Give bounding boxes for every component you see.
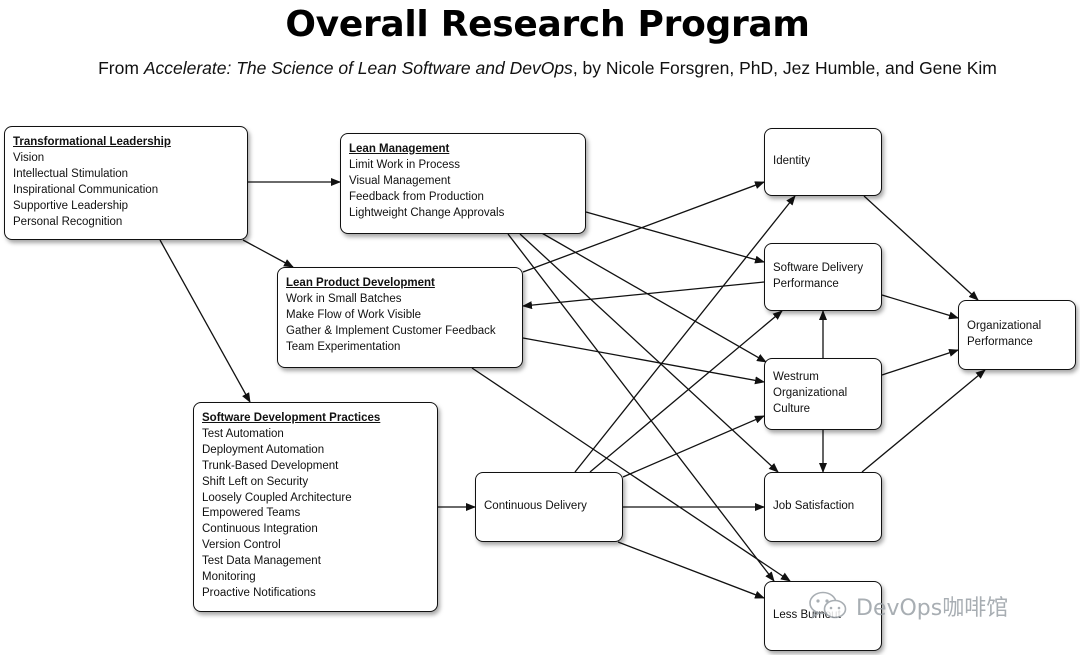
node-item: Monitoring — [202, 571, 256, 584]
node-item: Lightweight Change Approvals — [349, 206, 505, 219]
node-item: Make Flow of Work Visible — [286, 308, 422, 321]
edge-identity-to-organizational-performance — [863, 195, 979, 301]
node-item: Limit Work in Process — [349, 158, 460, 171]
edge-continuous-delivery-to-identity — [574, 195, 796, 473]
watermark: DevOps咖啡馆 — [808, 586, 1048, 626]
node-job-satisfaction: Job Satisfaction — [764, 472, 882, 542]
node-item: Empowered Teams — [202, 507, 301, 520]
node-item: Trunk-Based Development — [202, 459, 339, 472]
edge-software-delivery-performance-to-lean-product-development — [522, 281, 765, 310]
node-label: Less Burnout — [773, 609, 841, 622]
node-item: Test Automation — [202, 427, 284, 440]
node-heading: Software Development Practices — [202, 412, 381, 424]
edge-lean-management-to-westrum-culture — [539, 231, 767, 363]
subtitle-prefix: From — [98, 58, 144, 78]
node-heading: Lean Management — [349, 143, 450, 155]
edge-lean-product-development-to-identity — [522, 181, 765, 273]
edge-continuous-delivery-to-westrum-culture — [622, 415, 765, 478]
node-item: Supportive Leadership — [13, 199, 129, 212]
node-less-burnout: Less Burnout — [764, 581, 882, 651]
node-identity: Identity — [764, 128, 882, 196]
node-software-delivery-performance: Software Delivery Performance — [764, 243, 882, 311]
node-item: Visual Management — [349, 174, 451, 187]
node-item: Test Data Management — [202, 555, 321, 568]
node-heading: Lean Product Development — [286, 277, 435, 289]
node-heading: Transformational Leadership — [13, 136, 171, 148]
node-label: Continuous Delivery — [484, 500, 587, 513]
node-item: Shift Left on Security — [202, 475, 309, 488]
node-continuous-delivery: Continuous Delivery — [475, 472, 623, 542]
node-label: Organizational Performance — [967, 320, 1042, 348]
node-westrum-organizational-culture: Westrum Organizational Culture — [764, 358, 882, 430]
edge-transformational-leadership-to-software-development-practices — [159, 239, 251, 403]
node-item: Loosely Coupled Architecture — [202, 491, 352, 504]
node-item: Work in Small Batches — [286, 292, 402, 305]
node-label: Westrum Organizational Culture — [773, 371, 848, 415]
node-item: Team Experimentation — [286, 340, 401, 353]
node-label: Identity — [773, 155, 811, 168]
subtitle-authors: , by Nicole Forsgren, PhD, Jez Humble, a… — [572, 58, 997, 78]
edge-lean-management-to-less-burnout — [507, 233, 775, 582]
edge-lean-product-development-to-less-burnout — [471, 367, 791, 582]
edge-software-delivery-performance-to-organizational-performance — [881, 294, 959, 320]
edge-lean-management-to-software-delivery-performance — [585, 211, 765, 264]
node-item: Feedback from Production — [349, 190, 484, 203]
node-organizational-performance: Organizational Performance — [958, 300, 1076, 370]
node-software-development-practices: Software Development Practices Test Auto… — [193, 402, 438, 612]
node-item: Deployment Automation — [202, 443, 325, 456]
edge-transformational-leadership-to-lean-product-development — [242, 239, 294, 268]
node-item: Version Control — [202, 539, 281, 552]
node-lean-product-development: Lean Product Development Work in Small B… — [277, 267, 523, 368]
watermark-text: DevOps咖啡馆 — [856, 596, 1009, 621]
node-item: Gather & Implement Customer Feedback — [286, 324, 496, 337]
edge-job-satisfaction-to-organizational-performance — [861, 369, 986, 473]
node-label: Software Delivery Performance — [773, 262, 864, 290]
book-title: Accelerate: The Science of Lean Software… — [143, 58, 573, 78]
page-title: Overall Research Program — [285, 4, 810, 45]
node-label: Job Satisfaction — [773, 500, 855, 513]
wechat-icon — [809, 591, 847, 619]
edge-lean-management-to-job-satisfaction — [519, 233, 779, 473]
node-item: Continuous Integration — [202, 523, 318, 536]
edge-westrum-culture-to-organizational-performance — [881, 349, 959, 376]
node-item: Personal Recognition — [13, 215, 123, 228]
node-item: Intellectual Stimulation — [13, 167, 129, 180]
edge-lean-product-development-to-westrum-culture — [522, 337, 765, 385]
node-item: Proactive Notifications — [202, 586, 316, 599]
edge-continuous-delivery-to-less-burnout — [617, 541, 765, 599]
node-item: Inspirational Communication — [13, 183, 159, 196]
node-item: Vision — [13, 151, 45, 164]
page-subtitle: From Accelerate: The Science of Lean Sof… — [0, 58, 1080, 79]
edge-continuous-delivery-to-software-delivery-performance — [589, 310, 783, 473]
